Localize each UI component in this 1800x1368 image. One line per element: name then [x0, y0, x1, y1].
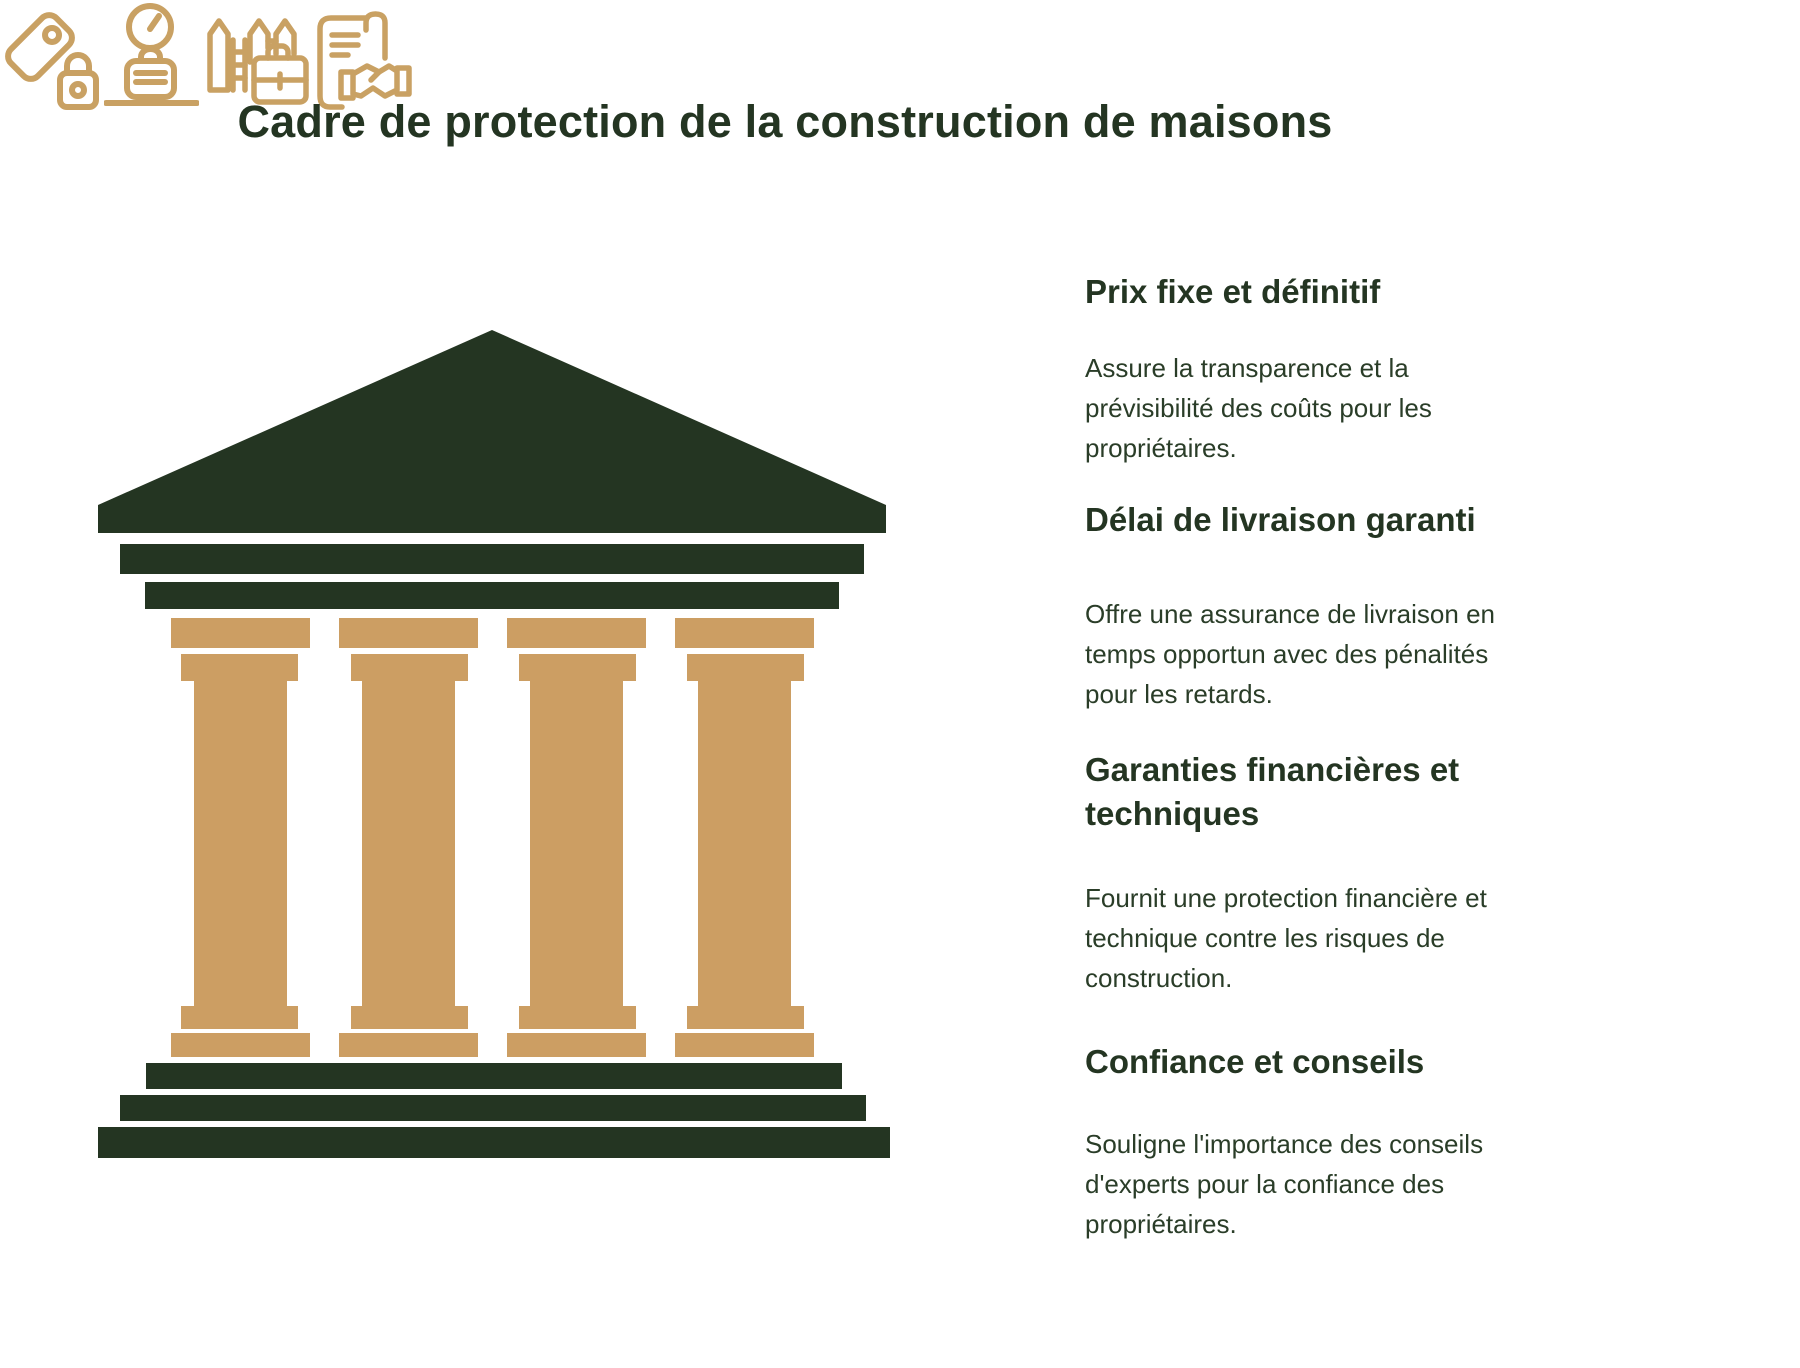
page-title: Cadre de protection de la construction d… — [237, 96, 1333, 147]
temple-steps — [98, 1063, 890, 1158]
feature-title-1: Prix fixe et définitif — [1085, 273, 1381, 310]
feature-title-4: Confiance et conseils — [1085, 1043, 1425, 1080]
feature-description-2: Offre une assurance de livraison en temp… — [1085, 599, 1495, 709]
feature-title-3: Garanties financières et techniques — [1085, 751, 1460, 832]
price-tag-lock-icon — [5, 12, 99, 110]
pillar-1 — [171, 618, 310, 1057]
feature-description-4: Souligne l'importance des conseils d'exp… — [1085, 1129, 1484, 1239]
temple-illustration — [98, 330, 890, 1158]
feature-description-1: Assure la transparence et la prévisibili… — [1085, 353, 1432, 463]
timer-briefcase-icon — [103, 3, 201, 106]
feature-description-3: Fournit une protection financière et tec… — [1085, 883, 1487, 993]
pillar-2 — [339, 618, 478, 1057]
feature-title-2: Délai de livraison garanti — [1085, 501, 1476, 538]
entablature — [120, 544, 864, 609]
pillar-4 — [675, 618, 814, 1057]
pediment — [98, 330, 886, 533]
contract-handshake-icon — [317, 11, 413, 110]
pillar-3 — [507, 618, 646, 1057]
fence-briefcase-icon — [207, 18, 309, 105]
